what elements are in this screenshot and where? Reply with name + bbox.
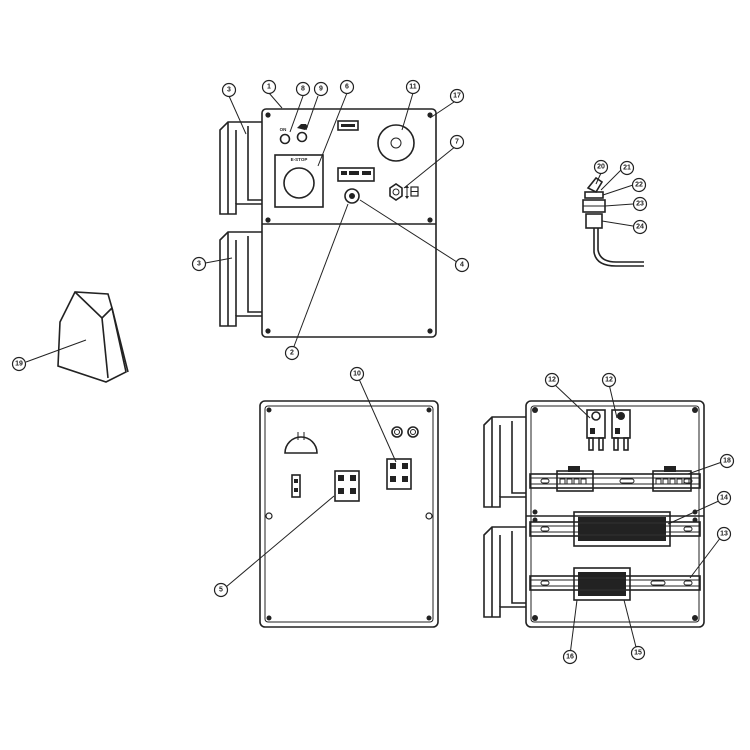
callout-9: 9 (313, 81, 329, 97)
indicator-button (296, 131, 308, 143)
callout-19: 19 (11, 356, 27, 372)
cable-gland-assembly (582, 176, 644, 267)
svg-text:15: 15 (634, 650, 642, 657)
svg-text:1: 1 (267, 84, 271, 91)
interior-view (483, 400, 705, 628)
svg-text:21: 21 (623, 165, 631, 172)
callout-16: 16 (562, 649, 578, 665)
svg-text:22: 22 (635, 182, 643, 189)
callout-7: 7 (449, 134, 465, 150)
svg-text:17: 17 (453, 93, 461, 100)
callout-17: 17 (449, 88, 465, 104)
svg-text:24: 24 (636, 224, 644, 231)
callout-11: 11 (405, 79, 421, 95)
svg-text:20: 20 (597, 164, 605, 171)
callout-2: 2 (284, 345, 300, 361)
callout-23: 23 (632, 196, 648, 212)
rotary-knob (377, 124, 415, 162)
svg-text:6: 6 (345, 84, 349, 91)
selector-switch (344, 188, 360, 204)
inner-door-view (259, 400, 439, 628)
svg-text:7: 7 (455, 139, 459, 146)
svg-text:13: 13 (720, 531, 728, 538)
svg-text:16: 16 (566, 654, 574, 661)
svg-text:11: 11 (409, 84, 417, 91)
on-label: ON (280, 127, 287, 132)
callout-3-lower: 3 (191, 256, 207, 272)
svg-text:9: 9 (319, 86, 323, 93)
callout-5: 5 (213, 582, 229, 598)
cable-gland (389, 183, 403, 201)
svg-text:4: 4 (460, 262, 464, 269)
callout-3-top: 3 (221, 82, 237, 98)
svg-text:12: 12 (605, 377, 613, 384)
callout-14: 14 (716, 490, 732, 506)
callout-15: 15 (630, 645, 646, 661)
svg-text:18: 18 (723, 458, 731, 465)
svg-text:8: 8 (301, 86, 305, 93)
svg-text:23: 23 (636, 201, 644, 208)
callout-12-right: 12 (601, 372, 617, 388)
callout-20: 20 (593, 159, 609, 175)
callout-24: 24 (632, 219, 648, 235)
front-view-enclosure: ON E-STOP (219, 108, 437, 338)
callout-18: 18 (719, 453, 735, 469)
callout-21: 21 (619, 160, 635, 176)
callout-22: 22 (631, 177, 647, 193)
svg-text:10: 10 (353, 371, 361, 378)
svg-text:2: 2 (290, 350, 294, 357)
callout-13: 13 (716, 526, 732, 542)
callout-6: 6 (339, 79, 355, 95)
estop-label: E-STOP (291, 157, 308, 162)
svg-text:3: 3 (197, 261, 201, 268)
callout-1: 1 (261, 79, 277, 95)
callout-4: 4 (454, 257, 470, 273)
svg-text:5: 5 (219, 587, 223, 594)
callout-10: 10 (349, 366, 365, 382)
svg-text:3: 3 (227, 87, 231, 94)
svg-text:14: 14 (720, 495, 728, 502)
estop-button (283, 167, 315, 199)
motor-icon (297, 124, 308, 130)
callout-12-left: 12 (544, 372, 560, 388)
svg-text:19: 19 (15, 361, 23, 368)
hinge-cover-part (57, 291, 129, 383)
svg-text:12: 12 (548, 377, 556, 384)
callout-8: 8 (295, 81, 311, 97)
leader-lines (25, 92, 723, 656)
on-lamp (279, 133, 291, 145)
